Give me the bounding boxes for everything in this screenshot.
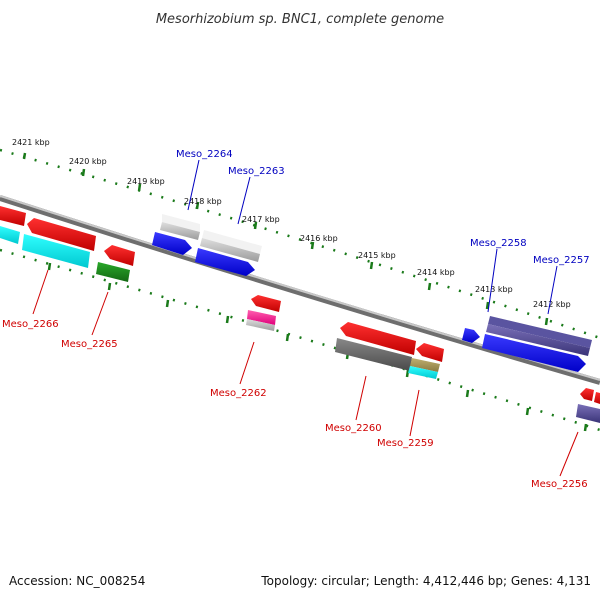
gene-meso-2265-red[interactable] (104, 245, 135, 266)
gene-meso-2259-olive[interactable] (408, 358, 440, 379)
gene-meso-2256-navy[interactable] (576, 404, 600, 423)
gene-label-meso-2259[interactable]: Meso_2259 (377, 438, 434, 449)
gene-meso-2256-red[interactable] (580, 388, 600, 404)
label-leaders-reverse (32, 269, 579, 477)
kbp-label: 2417 kbp (242, 215, 280, 224)
gene-meso-2260-dark[interactable] (335, 338, 412, 371)
gene-label-meso-2258[interactable]: Meso_2258 (470, 238, 527, 249)
gene-meso-2266-cyan[interactable] (22, 234, 90, 268)
gene-meso-2260-red[interactable] (340, 322, 416, 355)
gene-left-edge-cyan[interactable] (0, 226, 20, 244)
label-leaders-forward (187, 159, 558, 315)
gene-meso-2266-red[interactable] (27, 218, 96, 251)
gene-meso-2262-pink[interactable] (246, 310, 276, 331)
ruler-track-outer (0, 148, 600, 340)
gene-label-meso-2256[interactable]: Meso_2256 (531, 479, 588, 490)
kbp-label: 2412 kbp (533, 300, 571, 309)
gene-meso-2264-feature[interactable] (160, 214, 200, 240)
gene-meso-2264-arrow[interactable] (152, 232, 192, 255)
gene-meso-2265-green[interactable] (96, 262, 130, 282)
map-title: Mesorhizobium sp. BNC1, complete genome (156, 12, 444, 27)
gene-meso-2259-red[interactable] (416, 343, 444, 362)
gene-meso-2257-feature[interactable] (486, 316, 592, 356)
gene-label-meso-2264[interactable]: Meso_2264 (176, 149, 233, 160)
gene-meso-2257-arrow[interactable] (482, 334, 586, 372)
ruler-ticks (22, 152, 588, 432)
gene-left-edge-red[interactable] (0, 206, 26, 226)
gene-meso-2262-red[interactable] (251, 295, 281, 312)
gene-meso-2263-feature[interactable] (200, 230, 262, 262)
accession-text: Accession: NC_008254 (9, 574, 145, 588)
gene-label-meso-2266[interactable]: Meso_2266 (2, 319, 59, 330)
kbp-label: 2419 kbp (127, 177, 165, 186)
gene-label-meso-2257[interactable]: Meso_2257 (533, 255, 590, 266)
kbp-label: 2414 kbp (417, 268, 455, 277)
kbp-label: 2413 kbp (475, 285, 513, 294)
ruler-track-inner (0, 248, 600, 432)
genome-summary-text: Topology: circular; Length: 4,412,446 bp… (260, 574, 591, 588)
gene-label-meso-2263[interactable]: Meso_2263 (228, 166, 285, 177)
gene-label-meso-2262[interactable]: Meso_2262 (210, 388, 267, 399)
gene-label-meso-2260[interactable]: Meso_2260 (325, 423, 382, 434)
gene-meso-2263-arrow[interactable] (195, 248, 255, 276)
kbp-label: 2421 kbp (12, 138, 50, 147)
kbp-label: 2420 kbp (69, 157, 107, 166)
kbp-label: 2415 kbp (358, 251, 396, 260)
gene-meso-2258-feature[interactable] (462, 328, 480, 343)
kbp-label: 2416 kbp (300, 234, 338, 243)
kbp-label: 2418 kbp (184, 197, 222, 206)
gene-label-meso-2265[interactable]: Meso_2265 (61, 339, 118, 350)
